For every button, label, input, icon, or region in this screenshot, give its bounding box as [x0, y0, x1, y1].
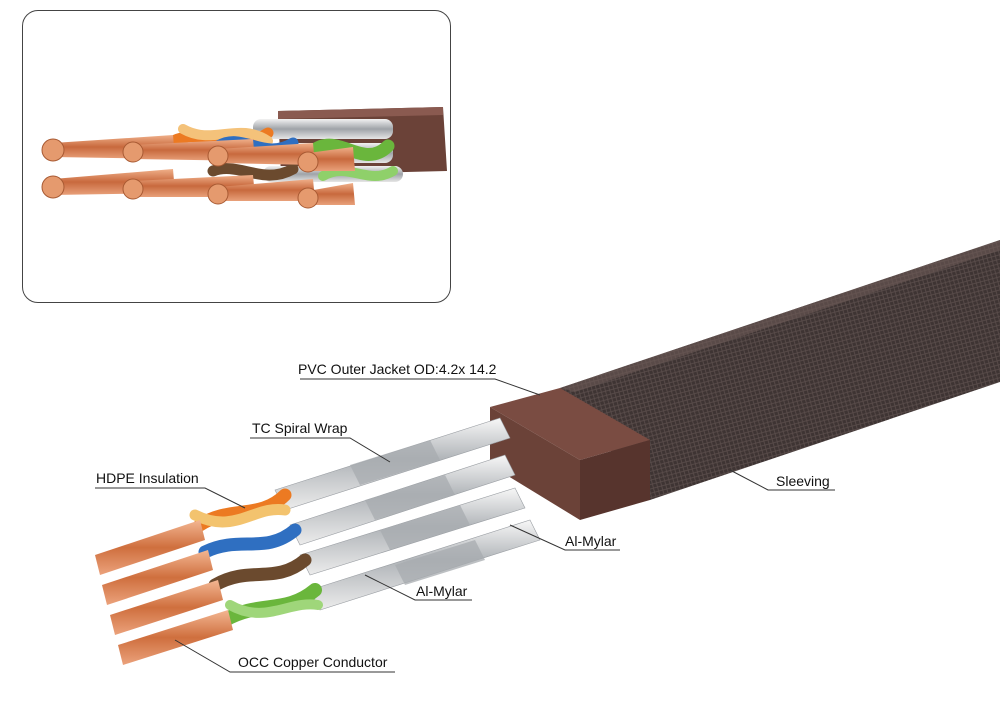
label-al-mylar-lower: Al-Mylar	[416, 583, 468, 599]
inset-photo-frame	[22, 10, 451, 303]
label-occ-copper-conductor: OCC Copper Conductor	[238, 654, 388, 670]
label-sleeving: Sleeving	[776, 473, 830, 489]
label-pvc-outer-jacket: PVC Outer Jacket OD:4.2x 14.2	[298, 361, 497, 377]
label-al-mylar-upper: Al-Mylar	[565, 533, 617, 549]
label-tc-spiral-wrap: TC Spiral Wrap	[252, 420, 348, 436]
label-hdpe-insulation: HDPE Insulation	[96, 470, 199, 486]
inset-cable-illustration	[41, 107, 447, 209]
